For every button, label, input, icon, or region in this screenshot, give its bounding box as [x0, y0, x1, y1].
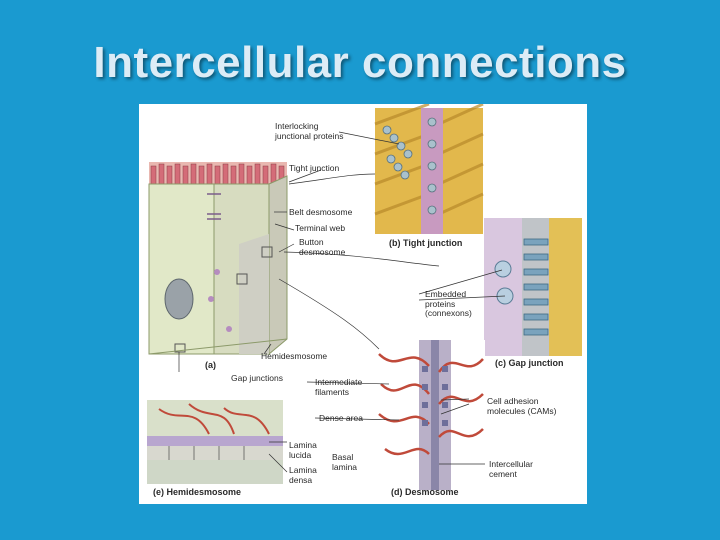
caption-desmosome: (d) Desmosome [391, 487, 459, 497]
junctions-figure: Interlocking junctional proteins Tight j… [139, 104, 587, 504]
label-lamina-lucida: Lamina lucida [289, 440, 317, 460]
caption-hemidesmosome: (e) Hemidesmosome [153, 487, 242, 497]
label-basal-lamina: Basal lamina [332, 452, 358, 472]
junctions-illustration [147, 104, 582, 490]
caption-a: (a) [205, 360, 216, 370]
desmosome-panel [377, 340, 485, 490]
label-cams: Cell adhesion molecules (CAMs) [487, 396, 557, 416]
leader-lines [178, 131, 506, 473]
label-lamina-densa: Lamina densa [289, 465, 317, 485]
label-gap-junctions: Gap junctions [231, 373, 283, 383]
slide-title: Intercellular connections [93, 38, 627, 87]
microvilli [149, 162, 287, 185]
label-terminal-web: Terminal web [295, 223, 346, 233]
label-intermediate-filaments: Intermediate filaments [315, 377, 363, 397]
label-tight-junction: Tight junction [289, 163, 340, 173]
cell-block-a [148, 162, 288, 356]
gap-junction-panel [484, 218, 582, 356]
hemidesmosome-panel [147, 400, 283, 484]
caption-gap-junction: (c) Gap junction [495, 358, 564, 368]
tight-junction-panel [374, 104, 484, 234]
label-intercellular-cement: Intercellular cement [489, 459, 533, 479]
label-hemidesmosome: Hemidesmosome [261, 351, 328, 361]
caption-tight-junction: (b) Tight junction [389, 238, 463, 248]
label-interlocking-proteins: Interlocking junctional proteins [275, 121, 344, 141]
label-belt-desmosome: Belt desmosome [289, 207, 353, 217]
label-button-desmosome: Button desmosome [299, 237, 346, 257]
label-embedded-proteins: Embedded proteins (connexons) [425, 289, 472, 318]
label-dense-area: Dense area [319, 413, 363, 423]
